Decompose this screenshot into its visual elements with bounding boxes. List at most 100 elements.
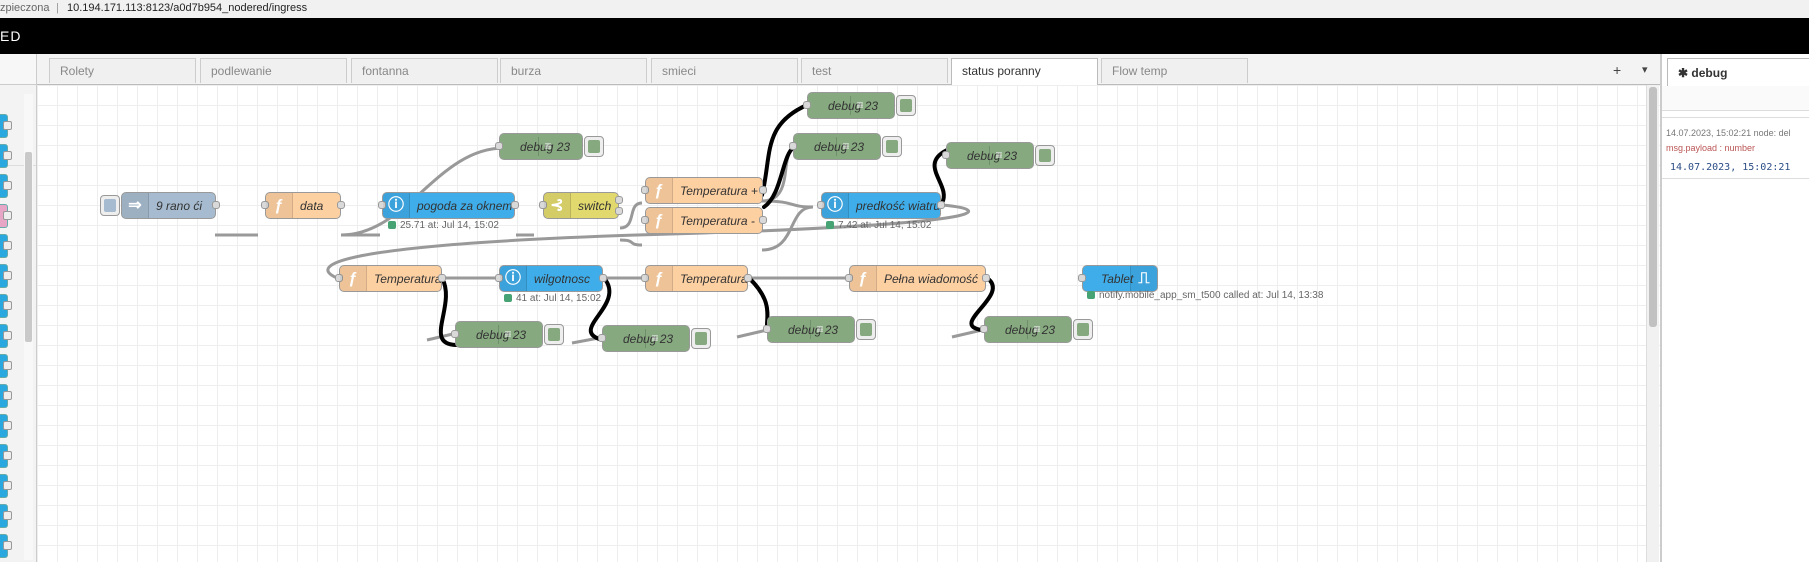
debug-node[interactable]: debug 23 ≡ bbox=[495, 133, 604, 160]
palette-node[interactable] bbox=[0, 414, 12, 438]
input-port[interactable] bbox=[641, 186, 649, 194]
inject-node[interactable]: ⇒ 9 rano ći bbox=[100, 192, 220, 219]
flow-workspace[interactable]: ⇒ 9 rano ći ƒ data debug 23 ≡ ⓘ pogoda z… bbox=[37, 85, 1685, 562]
palette-node[interactable] bbox=[0, 474, 12, 498]
debug-node[interactable]: debug 23 ≡ bbox=[980, 316, 1093, 343]
bug-icon: ✱ bbox=[1678, 66, 1689, 80]
function-node-temp-minus[interactable]: ƒ Temperatura - bbox=[641, 207, 767, 234]
debug-node[interactable]: debug 23 ≡ bbox=[763, 316, 876, 343]
flow-menu-button[interactable]: ▾ bbox=[1642, 64, 1648, 76]
output-port[interactable] bbox=[438, 274, 446, 282]
palette-node[interactable] bbox=[0, 294, 12, 318]
input-port[interactable] bbox=[817, 201, 825, 209]
palette-node[interactable] bbox=[0, 174, 12, 198]
debug-toggle-button[interactable] bbox=[882, 136, 902, 157]
function-icon: ƒ bbox=[646, 266, 673, 291]
list-icon: ≡ bbox=[498, 325, 517, 344]
input-port[interactable] bbox=[378, 201, 386, 209]
function-node-temperatura-2[interactable]: ƒ Temperatura bbox=[641, 265, 752, 292]
function-node-temp-plus[interactable]: ƒ Temperatura + bbox=[641, 177, 767, 204]
input-port[interactable] bbox=[495, 142, 503, 150]
palette-scrollbar[interactable] bbox=[24, 94, 33, 560]
debug-toggle-button[interactable] bbox=[544, 324, 564, 345]
debug-node[interactable]: debug 23 ≡ bbox=[451, 321, 564, 348]
debug-toggle-button[interactable] bbox=[584, 136, 604, 157]
function-node-pelna-wiadomosc[interactable]: ƒ Pełna wiadomość bbox=[845, 265, 990, 292]
tab-status-poranny[interactable]: status poranny bbox=[951, 58, 1098, 85]
input-port[interactable] bbox=[641, 216, 649, 224]
tab-smieci[interactable]: smieci bbox=[651, 58, 798, 83]
input-port[interactable] bbox=[763, 325, 771, 333]
debug-toggle-button[interactable] bbox=[1035, 145, 1055, 166]
function-node-data[interactable]: ƒ data bbox=[261, 192, 345, 219]
input-port[interactable] bbox=[803, 101, 811, 109]
debug-node[interactable]: debug 23 ≡ bbox=[803, 92, 916, 119]
input-port[interactable] bbox=[980, 325, 988, 333]
input-port[interactable] bbox=[942, 151, 950, 159]
workspace-scrollbar[interactable] bbox=[1646, 85, 1659, 562]
input-port[interactable] bbox=[451, 330, 459, 338]
tab-burza[interactable]: burza bbox=[500, 58, 647, 83]
output-port[interactable] bbox=[337, 201, 345, 209]
output-port[interactable] bbox=[937, 201, 945, 209]
browser-address-bar[interactable]: zpieczona | 10.194.171.113:8123/a0d7b954… bbox=[0, 0, 1809, 19]
input-port[interactable] bbox=[598, 334, 606, 342]
output-port[interactable] bbox=[759, 216, 767, 224]
tab-test[interactable]: test bbox=[801, 58, 948, 83]
tab-flow-temp[interactable]: Flow temp bbox=[1101, 58, 1248, 83]
tab-debug[interactable]: ✱ debug bbox=[1667, 58, 1809, 86]
output-port[interactable] bbox=[982, 274, 990, 282]
tab-fontanna[interactable]: fontanna bbox=[351, 58, 498, 83]
palette-node[interactable] bbox=[0, 534, 12, 558]
palette-node[interactable] bbox=[0, 234, 12, 258]
add-flow-button[interactable]: + bbox=[1613, 62, 1622, 78]
debug-node[interactable]: debug 23 ≡ bbox=[598, 325, 711, 352]
api-node-tablet[interactable]: Tablet ⎍ bbox=[1078, 265, 1158, 292]
output-port[interactable] bbox=[212, 201, 220, 209]
palette-node[interactable] bbox=[0, 324, 12, 348]
api-node-pogoda[interactable]: ⓘ pogoda za oknem bbox=[378, 192, 519, 219]
palette-node[interactable] bbox=[0, 384, 12, 408]
input-port[interactable] bbox=[1078, 274, 1086, 282]
output-port[interactable] bbox=[759, 186, 767, 194]
input-port[interactable] bbox=[539, 201, 547, 209]
workspace-scroll-thumb[interactable] bbox=[1649, 87, 1657, 327]
url-text[interactable]: 10.194.171.113:8123/a0d7b954_nodered/ing… bbox=[67, 2, 308, 14]
function-node-temperatura[interactable]: ƒ Temperatura bbox=[335, 265, 446, 292]
palette-node[interactable] bbox=[0, 114, 12, 138]
palette-node[interactable] bbox=[0, 264, 12, 288]
palette-node[interactable] bbox=[0, 444, 12, 468]
debug-toggle-button[interactable] bbox=[896, 95, 916, 116]
input-port[interactable] bbox=[641, 274, 649, 282]
debug-node[interactable]: debug 23 ≡ bbox=[789, 133, 902, 160]
input-port[interactable] bbox=[495, 274, 503, 282]
tab-podlewanie[interactable]: podlewanie bbox=[200, 58, 347, 83]
input-port[interactable] bbox=[845, 274, 853, 282]
input-port[interactable] bbox=[335, 274, 343, 282]
highlighted-wire bbox=[932, 148, 949, 205]
tab-rolety[interactable]: Rolety bbox=[49, 58, 196, 83]
output-port[interactable] bbox=[511, 201, 519, 209]
api-node-wilgotnosc[interactable]: ⓘ wilgotnosc bbox=[495, 265, 607, 292]
highlighted-wire bbox=[760, 103, 809, 197]
debug-toggle-button[interactable] bbox=[691, 328, 711, 349]
highlighted-wire bbox=[438, 276, 459, 347]
palette-node[interactable] bbox=[0, 504, 12, 528]
debug-message[interactable]: 14.07.2023, 15:02:21 node: del msg.paylo… bbox=[1662, 117, 1809, 179]
output-port[interactable] bbox=[615, 196, 623, 204]
input-port[interactable] bbox=[789, 142, 797, 150]
api-node-predkosc[interactable]: ⓘ predkość wiatru bbox=[817, 192, 945, 219]
palette-node[interactable] bbox=[0, 204, 12, 228]
palette-scroll-thumb[interactable] bbox=[25, 152, 32, 342]
input-port[interactable] bbox=[261, 201, 269, 209]
output-port[interactable] bbox=[599, 274, 607, 282]
debug-toggle-button[interactable] bbox=[1073, 319, 1093, 340]
debug-toggle-button[interactable] bbox=[856, 319, 876, 340]
output-port[interactable] bbox=[615, 207, 623, 215]
debug-node[interactable]: debug 23 ≡ bbox=[942, 142, 1055, 169]
switch-node[interactable]: ⊰ switch bbox=[539, 192, 623, 219]
palette-node[interactable] bbox=[0, 144, 12, 168]
inject-trigger-button[interactable] bbox=[100, 195, 120, 216]
output-port[interactable] bbox=[744, 274, 752, 282]
palette-node[interactable] bbox=[0, 354, 12, 378]
